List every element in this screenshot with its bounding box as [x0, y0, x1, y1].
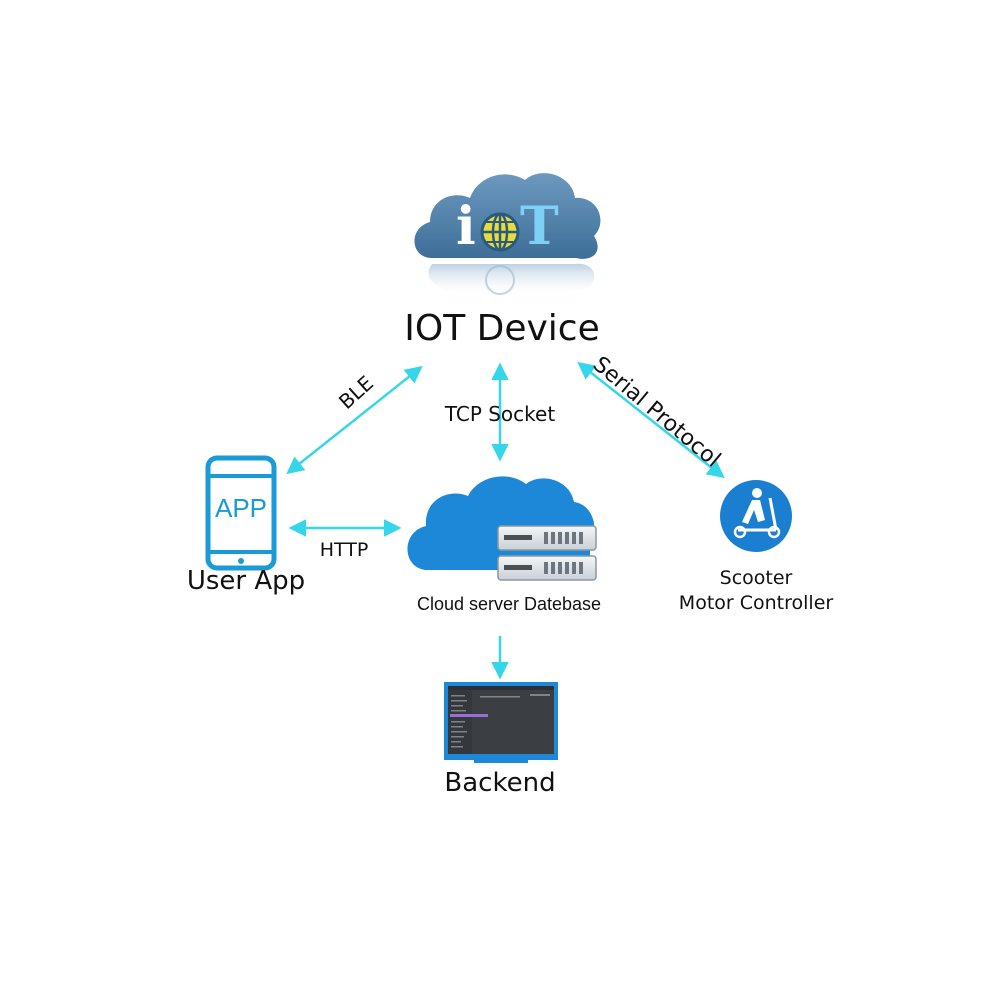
monitor-icon — [444, 682, 558, 763]
server-rack-icon — [497, 525, 597, 581]
ble-arrow — [286, 365, 423, 475]
iot-device-title: IOT Device — [404, 308, 600, 349]
scooter-label: Scooter Motor Controller — [679, 566, 833, 616]
cloud-server-icon — [407, 476, 597, 581]
cloud-server-label: Cloud server Datebase — [416, 594, 602, 614]
user-app-label: User App — [186, 566, 306, 596]
iot-cloud-icon — [414, 173, 601, 298]
serial-arrow — [577, 361, 725, 479]
scooter-icon — [720, 480, 792, 552]
app-screen-label: APP — [214, 493, 268, 523]
backend-label: Backend — [444, 768, 556, 798]
tcp-connection-label: TCP Socket — [444, 402, 556, 426]
connection-arrows — [286, 361, 725, 680]
scooter-label-line2: Motor Controller — [678, 592, 834, 614]
iot-logo-letter-i: i — [456, 196, 476, 257]
iot-logo-letter-t: T — [520, 196, 559, 257]
scooter-label-line1: Scooter — [719, 567, 793, 589]
phone-icon — [205, 455, 277, 571]
http-connection-label: HTTP — [319, 539, 369, 561]
